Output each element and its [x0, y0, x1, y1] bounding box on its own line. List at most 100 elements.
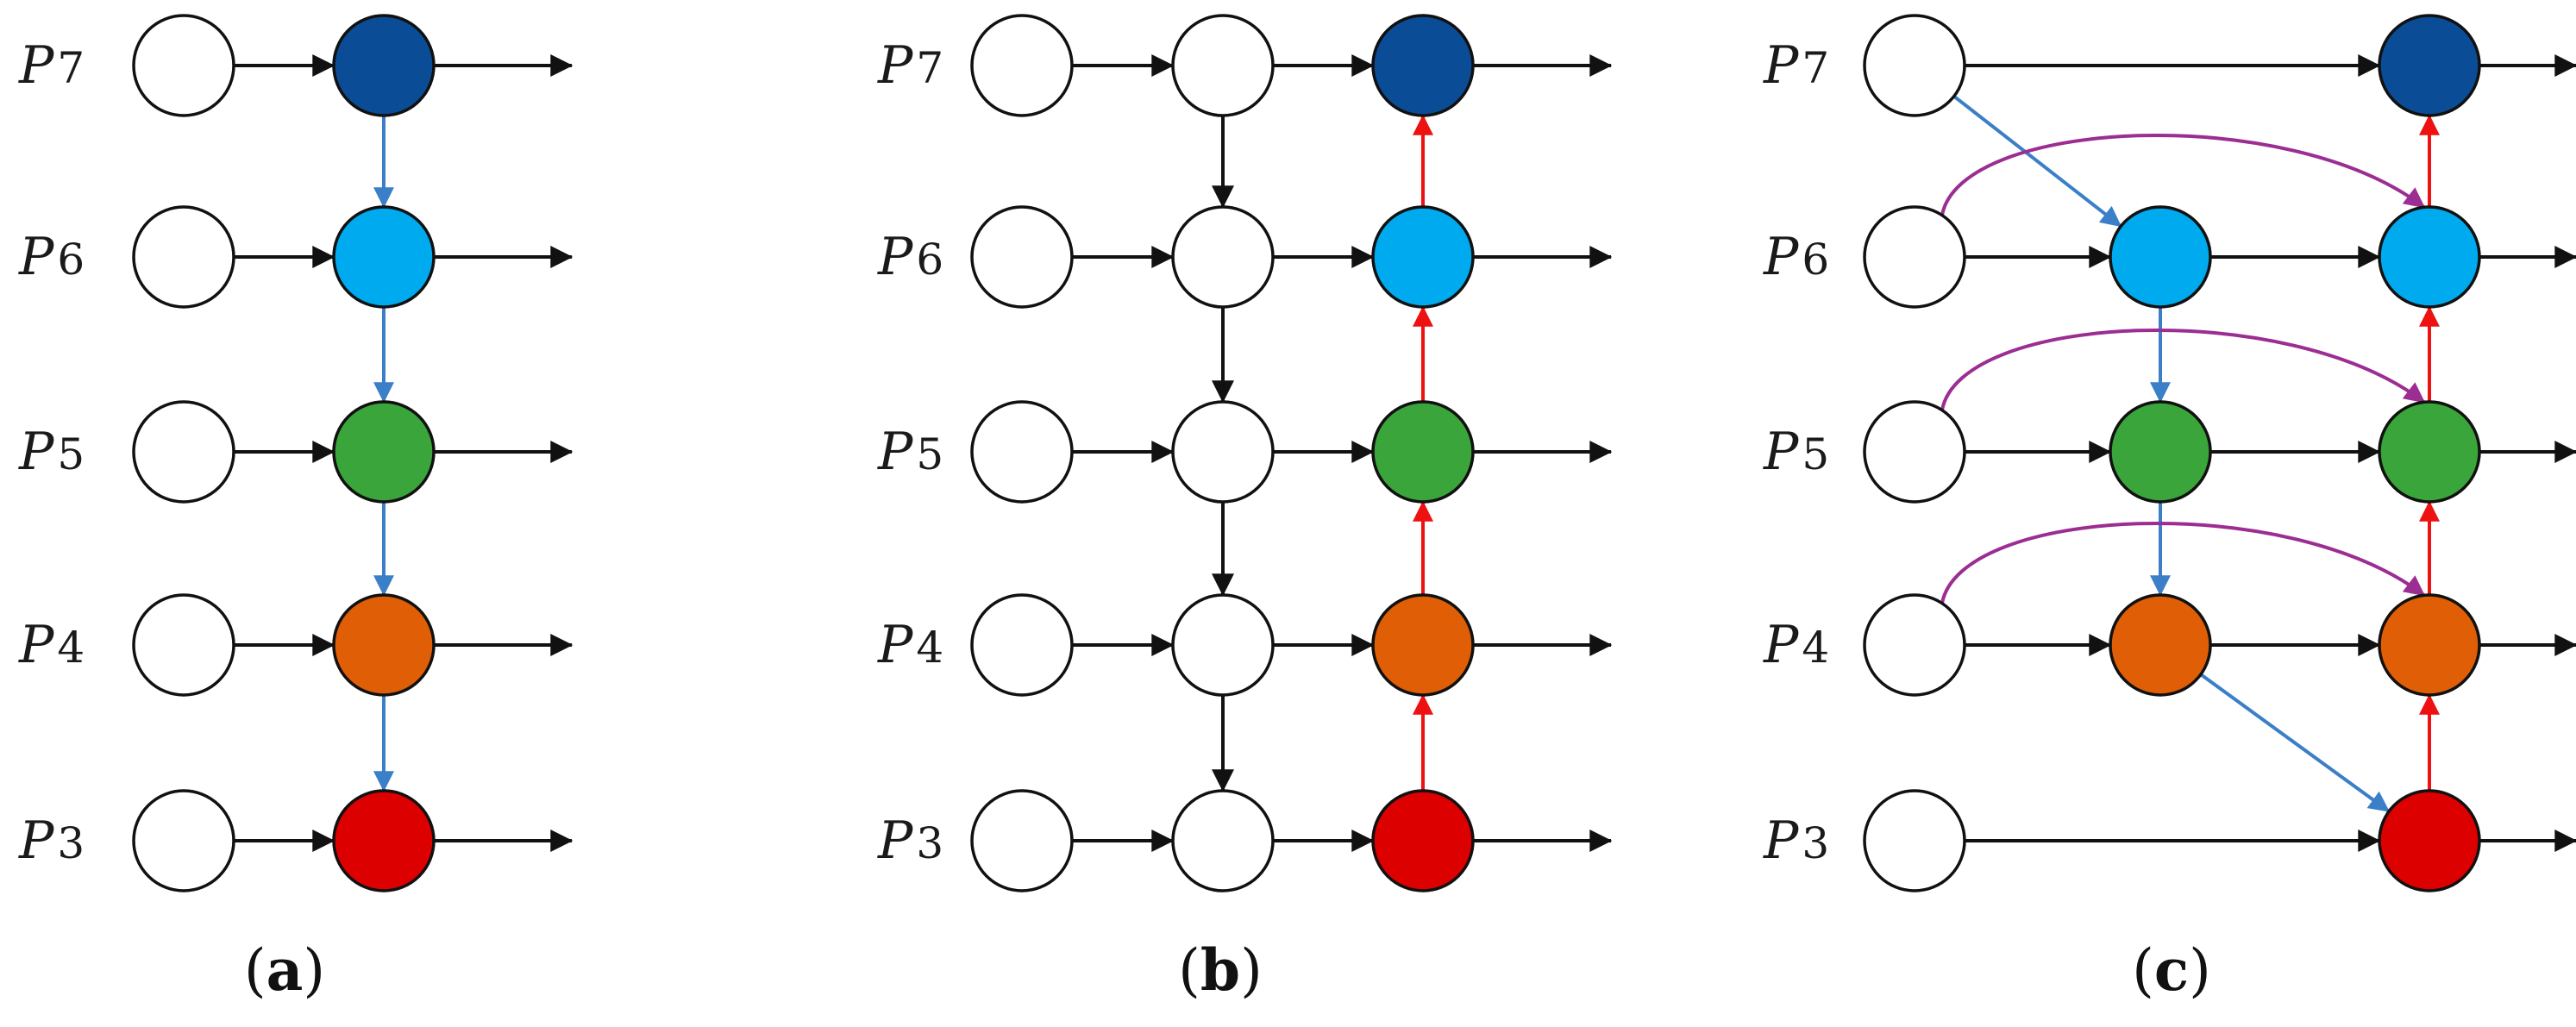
panel-c-level-label-P7: P7	[1763, 35, 1829, 96]
panel-c-node-in6	[1863, 205, 1966, 309]
panel-b-level-label-P3: P3	[877, 811, 943, 871]
panel-c-edge-in4-to-o4	[1940, 522, 2426, 604]
panel-c-node-in4	[1863, 593, 1966, 697]
level-number: 5	[916, 429, 943, 479]
caption-close-paren: )	[1240, 937, 1263, 1004]
level-letter: P	[18, 422, 55, 482]
level-number: 4	[1802, 623, 1829, 673]
panel-a-level-label-P5: P5	[18, 422, 85, 482]
panel-a-node-o4	[332, 593, 436, 697]
level-letter: P	[1763, 615, 1800, 675]
panel-c-level-label-P3: P3	[1763, 811, 1829, 871]
panel-b-node-m5	[1171, 400, 1275, 504]
level-letter: P	[1763, 422, 1800, 482]
panel-b-node-m6	[1171, 205, 1275, 309]
caption-letter: b	[1200, 936, 1240, 1004]
level-letter: P	[1763, 227, 1800, 287]
level-letter: P	[1763, 35, 1800, 96]
panel-c-node-in7	[1863, 14, 1966, 117]
nodes-layer	[132, 14, 2481, 892]
panel-c-node-m4	[2109, 593, 2212, 697]
level-letter: P	[877, 35, 914, 96]
panel-b-node-in6	[970, 205, 1074, 309]
panel-a-node-in5	[132, 400, 235, 504]
level-number: 3	[916, 818, 943, 868]
level-letter: P	[1763, 811, 1800, 871]
panel-a-node-in3	[132, 789, 235, 892]
panel-c-edge-m4-to-o3	[2199, 673, 2391, 813]
level-letter: P	[877, 227, 914, 287]
caption-close-paren: )	[2189, 937, 2211, 1004]
caption-letter: a	[266, 936, 304, 1004]
panel-c-node-m6	[2109, 205, 2212, 309]
panel-c-edge-in7-to-m6	[1952, 95, 2122, 228]
level-number: 7	[57, 43, 85, 93]
panel-b-node-o7	[1371, 14, 1475, 117]
panel-a-node-o3	[332, 789, 436, 892]
panel-b-node-o3	[1371, 789, 1475, 892]
panel-a-node-in4	[132, 593, 235, 697]
panel-b-node-in5	[970, 400, 1074, 504]
panel-c-node-o3	[2378, 789, 2481, 892]
caption-close-paren: )	[303, 937, 325, 1004]
panel-a-node-o5	[332, 400, 436, 504]
edges-layer	[234, 54, 2576, 852]
caption-open-paren: (	[244, 937, 266, 1004]
level-letter: P	[18, 811, 55, 871]
level-letter: P	[18, 35, 55, 96]
panel-c-node-o6	[2378, 205, 2481, 309]
level-number: 6	[1802, 235, 1829, 285]
level-number: 7	[916, 43, 943, 93]
level-number: 5	[57, 429, 85, 479]
panel-a-caption: (a)	[244, 936, 325, 1004]
level-letter: P	[877, 615, 914, 675]
panel-a-level-label-P4: P4	[18, 615, 85, 675]
panel-b-node-m3	[1171, 789, 1275, 892]
panel-c-caption: (c)	[2132, 936, 2211, 1004]
panel-c-node-in3	[1863, 789, 1966, 892]
panel-c-node-o4	[2378, 593, 2481, 697]
panel-c-edge-in5-to-o5	[1940, 329, 2426, 411]
panel-c-level-label-P4: P4	[1763, 615, 1829, 675]
level-letter: P	[877, 811, 914, 871]
caption-open-paren: (	[2132, 937, 2154, 1004]
level-number: 6	[57, 235, 85, 285]
panel-b-level-label-P6: P6	[877, 227, 943, 287]
panel-b-node-o5	[1371, 400, 1475, 504]
caption-letter: c	[2154, 936, 2189, 1004]
panel-c-level-label-P6: P6	[1763, 227, 1829, 287]
panel-b-node-o4	[1371, 593, 1475, 697]
panel-c-node-o5	[2378, 400, 2481, 504]
level-number: 6	[916, 235, 943, 285]
panel-b-caption: (b)	[1178, 936, 1263, 1004]
panel-a-level-label-P3: P3	[18, 811, 85, 871]
panel-b-node-m7	[1171, 14, 1275, 117]
level-number: 5	[1802, 429, 1829, 479]
panel-c-node-in5	[1863, 400, 1966, 504]
level-letter: P	[18, 615, 55, 675]
level-number: 4	[57, 623, 85, 673]
panel-b-node-in7	[970, 14, 1074, 117]
panel-b-level-label-P7: P7	[877, 35, 943, 96]
level-number: 4	[916, 623, 943, 673]
panel-b-node-m4	[1171, 593, 1275, 697]
level-letter: P	[18, 227, 55, 287]
panel-b-level-label-P5: P5	[877, 422, 943, 482]
panel-a-level-label-P6: P6	[18, 227, 85, 287]
level-number: 7	[1802, 43, 1829, 93]
level-number: 3	[1802, 818, 1829, 868]
panel-a-level-label-P7: P7	[18, 35, 85, 96]
panel-c-node-o7	[2378, 14, 2481, 117]
level-letter: P	[877, 422, 914, 482]
caption-open-paren: (	[1178, 937, 1200, 1004]
panel-b-node-in4	[970, 593, 1074, 697]
panel-c-edge-in6-to-o6	[1940, 134, 2426, 216]
panel-a-node-o6	[332, 205, 436, 309]
panel-b-node-o6	[1371, 205, 1475, 309]
panel-a-node-in7	[132, 14, 235, 117]
level-number: 3	[57, 818, 85, 868]
panel-a-node-o7	[332, 14, 436, 117]
panel-b-level-label-P4: P4	[877, 615, 943, 675]
